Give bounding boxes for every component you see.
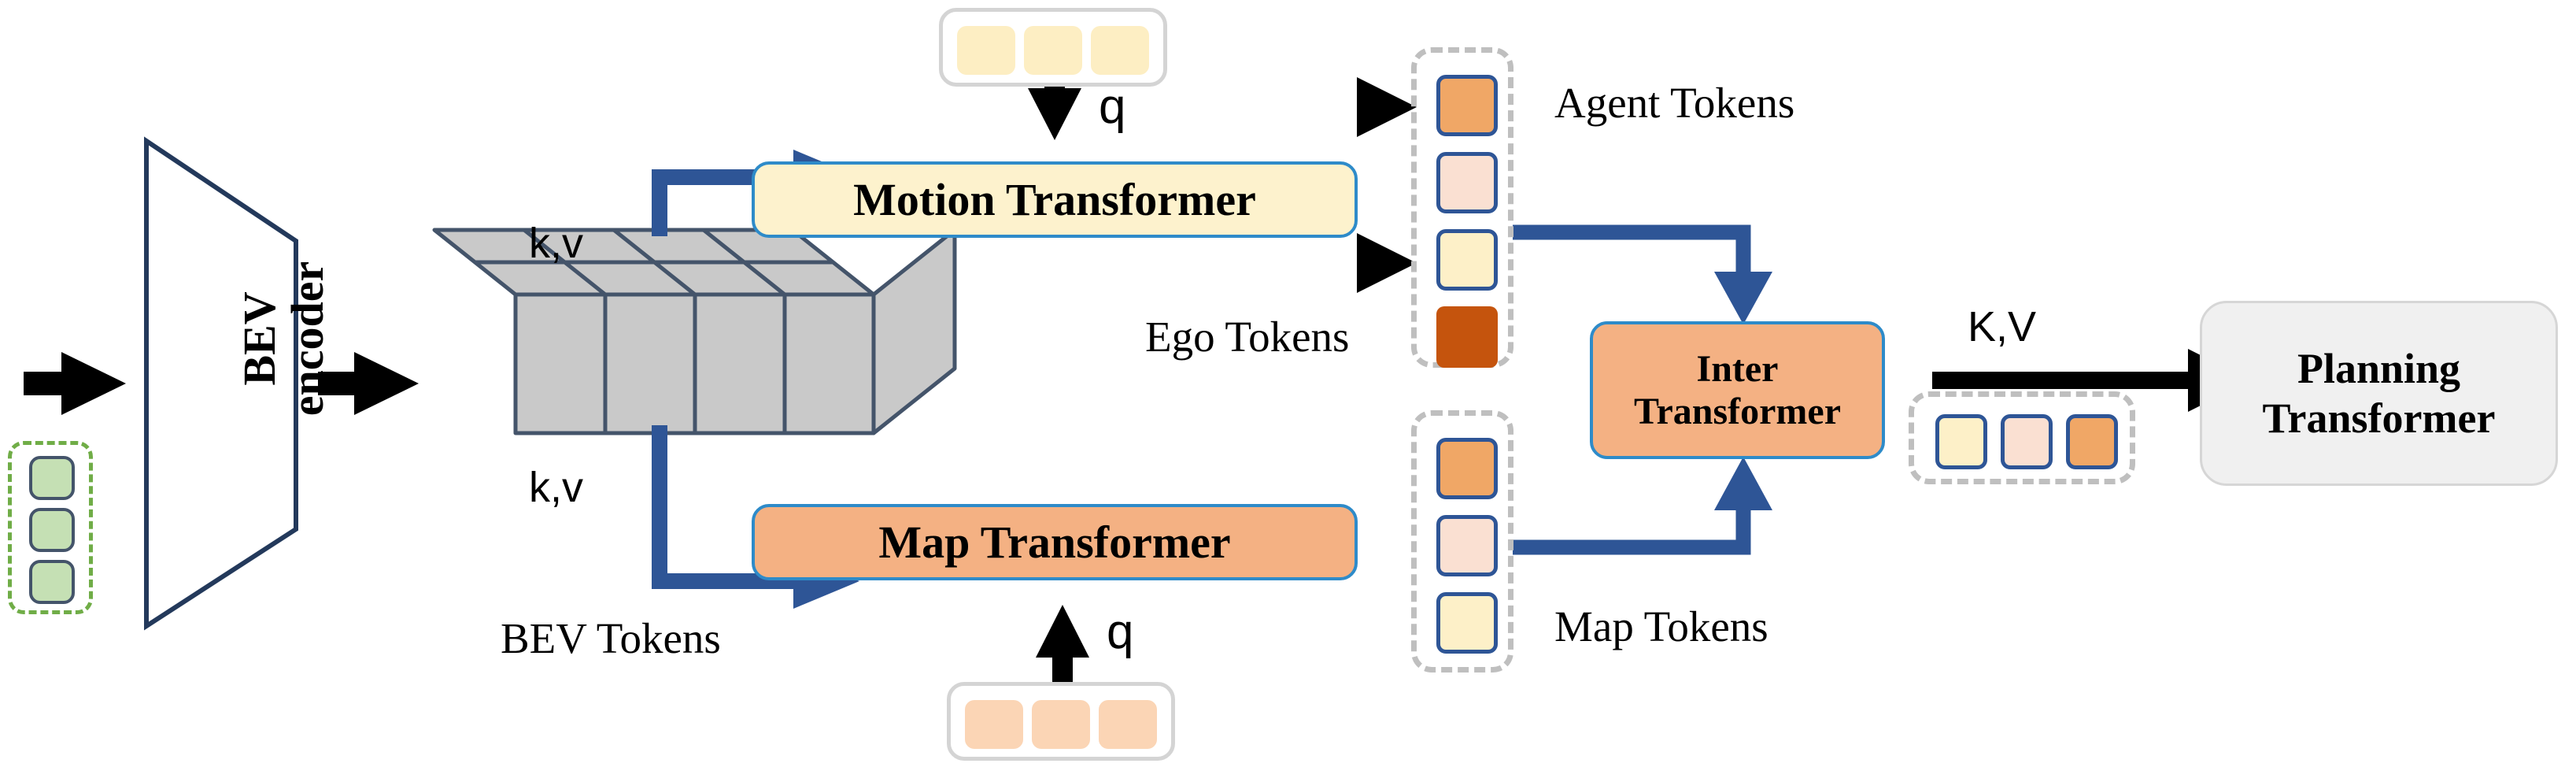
agent-tokens-label: Agent Tokens	[1554, 79, 1795, 127]
list-item	[1935, 414, 1987, 469]
kv-bottom-label: k,v	[529, 464, 584, 511]
list-item	[957, 26, 1015, 75]
motion-transformer-label: Motion Transformer	[853, 174, 1256, 225]
map-tokens-label: Map Tokens	[1554, 602, 1768, 650]
list-item	[29, 508, 75, 552]
bev-tokens-label: BEV Tokens	[501, 614, 721, 662]
inter-transformer-label-line1: Inter	[1696, 347, 1779, 390]
list-item	[1436, 592, 1498, 654]
list-item	[1024, 26, 1082, 75]
motion-to-agent-arrow-icon	[1357, 77, 1417, 137]
input-tokens-group	[8, 441, 93, 614]
list-item	[965, 700, 1023, 749]
agent-tokens-group	[1411, 47, 1513, 368]
list-item	[1436, 75, 1498, 136]
agent-to-inter-arrow-icon	[1513, 224, 1772, 324]
list-item	[1436, 152, 1498, 213]
list-item	[29, 456, 75, 500]
map-transformer-label: Map Transformer	[878, 517, 1231, 568]
inter-transformer-box[interactable]: Inter Transformer	[1590, 321, 1885, 459]
list-item	[29, 560, 75, 604]
list-item	[1099, 700, 1157, 749]
kv-out-label: K,V	[1968, 303, 2037, 350]
bev-encoder-label-line2: encoder	[281, 261, 333, 417]
bev-encoder-label-line1: BEV	[234, 291, 285, 386]
bev-tokens-cube	[432, 228, 957, 435]
list-item	[1091, 26, 1149, 75]
map-to-inter-arrow-icon	[1513, 457, 1772, 555]
list-item	[1436, 229, 1498, 291]
list-item	[2066, 414, 2118, 469]
encoder-to-bev-arrow-icon	[318, 352, 419, 415]
planning-transformer-label-line2: Transformer	[2262, 394, 2496, 442]
list-item	[2001, 414, 2053, 469]
map-transformer-box[interactable]: Map Transformer	[752, 504, 1358, 580]
kv-top-label: k,v	[529, 220, 584, 267]
q-bottom-label: q	[1107, 605, 1134, 659]
motion-query-tokens-group	[939, 8, 1167, 87]
planning-transformer-label-line1: Planning	[2297, 345, 2461, 393]
list-item	[1032, 700, 1090, 749]
inter-output-tokens-group	[1909, 391, 2135, 484]
list-item	[1436, 515, 1498, 576]
q-top-label: q	[1099, 80, 1126, 134]
bev-encoder-label: BEV encoder	[234, 173, 333, 504]
inter-transformer-label-line2: Transformer	[1633, 390, 1841, 432]
ego-tokens-label: Ego Tokens	[1145, 313, 1350, 361]
ego-token	[1436, 306, 1498, 368]
planning-transformer-box[interactable]: Planning Transformer	[2200, 301, 2558, 486]
map-tokens-group	[1411, 410, 1513, 673]
input-arrow-icon	[24, 352, 126, 415]
motion-transformer-box[interactable]: Motion Transformer	[752, 161, 1358, 238]
map-query-tokens-group	[947, 682, 1175, 761]
list-item	[1436, 438, 1498, 499]
map-to-maptokens-arrow-icon	[1357, 233, 1417, 293]
